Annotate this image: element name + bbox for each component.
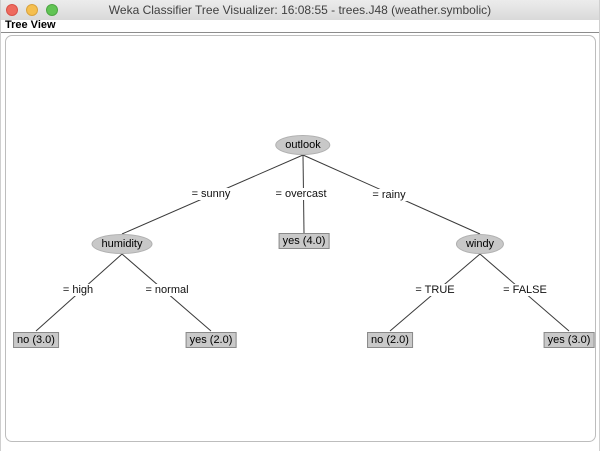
leaf-yes-4[interactable]: yes (4.0) [278, 233, 330, 249]
node-outlook[interactable]: outlook [275, 135, 331, 155]
close-button[interactable] [6, 4, 18, 16]
edge-label-normal: = normal [142, 284, 192, 296]
zoom-button[interactable] [46, 4, 58, 16]
menu-bar: Tree View [1, 20, 599, 33]
leaf-yes-3[interactable]: yes (3.0) [543, 332, 595, 348]
edge-label-rainy: = rainy [369, 189, 409, 201]
edge-label-high: = high [59, 284, 97, 296]
edge-label-false: = FALSE [500, 284, 550, 296]
leaf-yes-2[interactable]: yes (2.0) [185, 332, 237, 348]
leaf-no-3[interactable]: no (3.0) [13, 332, 59, 348]
edge-label-true: = TRUE [412, 284, 458, 296]
menu-tree-view[interactable]: Tree View [5, 19, 56, 31]
window-controls [6, 4, 58, 16]
minimize-button[interactable] [26, 4, 38, 16]
edge-label-sunny: = sunny [188, 188, 234, 200]
node-humidity[interactable]: humidity [91, 234, 153, 254]
leaf-no-2[interactable]: no (2.0) [367, 332, 413, 348]
edge-label-overcast: = overcast [272, 188, 330, 200]
window-titlebar: Weka Classifier Tree Visualizer: 16:08:5… [1, 0, 599, 21]
node-windy[interactable]: windy [455, 234, 505, 254]
window-title: Weka Classifier Tree Visualizer: 16:08:5… [108, 3, 492, 17]
